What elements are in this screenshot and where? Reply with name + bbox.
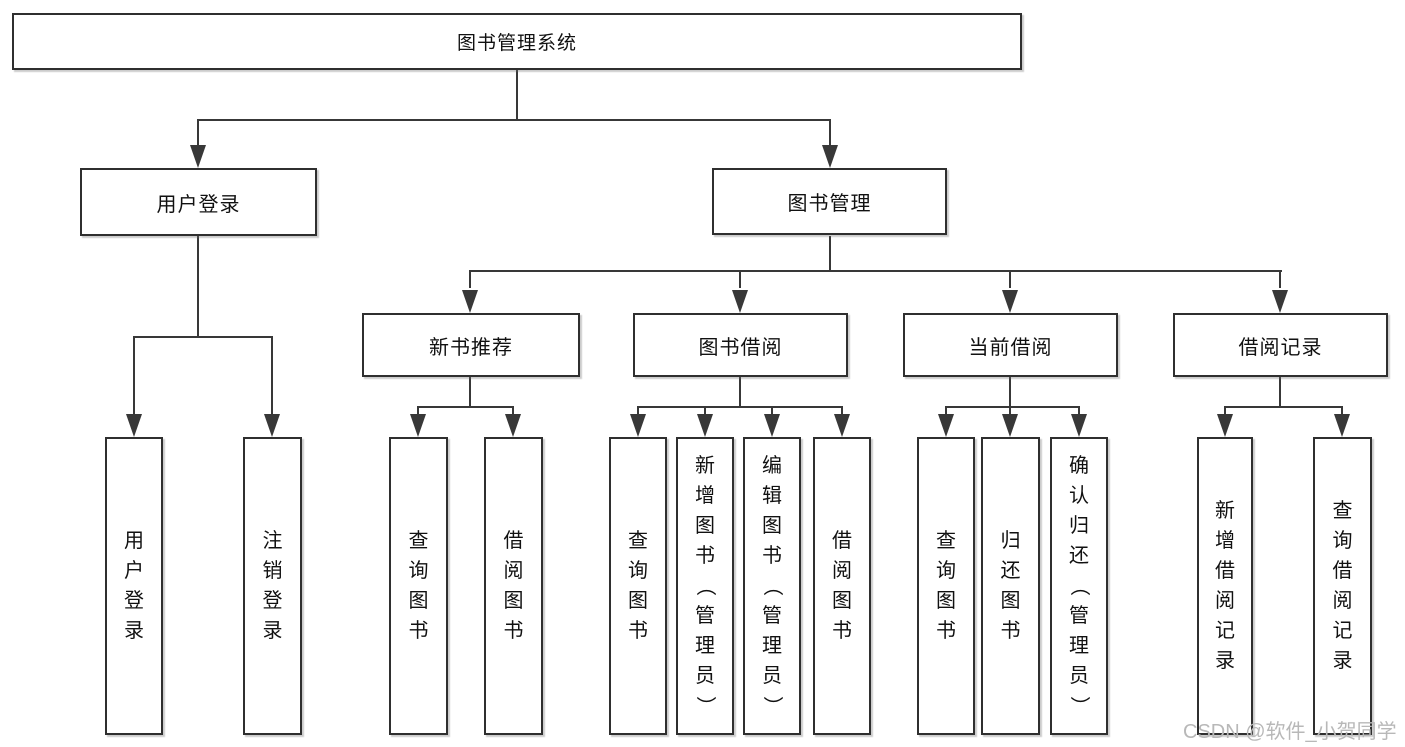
arrow-down-icon <box>732 290 748 313</box>
connector-line <box>829 236 831 271</box>
connector-line <box>739 272 741 288</box>
connector-line <box>637 406 843 408</box>
connector-line <box>197 121 199 147</box>
node-current-borrow: 当前借阅 <box>903 313 1118 377</box>
connector-line <box>1078 408 1080 414</box>
leaf-query-borrow-record: 查询借阅记录 <box>1313 437 1372 735</box>
arrow-down-icon <box>764 414 780 437</box>
arrow-down-icon <box>190 145 206 168</box>
leaf-logout: 注销登录 <box>243 437 302 735</box>
arrow-down-icon <box>938 414 954 437</box>
node-user-login: 用户登录 <box>80 168 317 236</box>
arrow-down-icon <box>1002 290 1018 313</box>
connector-line <box>704 408 706 414</box>
connector-line <box>271 338 273 414</box>
arrow-down-icon <box>462 290 478 313</box>
arrow-down-icon <box>834 414 850 437</box>
connector-line <box>1224 408 1226 414</box>
leaf-query-books-2: 查询图书 <box>609 437 667 735</box>
connector-line <box>945 406 1080 408</box>
leaf-add-books-admin: 新增图书（管理员） <box>676 437 734 735</box>
connector-line <box>1009 272 1011 288</box>
connector-line <box>841 408 843 414</box>
arrow-down-icon <box>630 414 646 437</box>
arrow-down-icon <box>505 414 521 437</box>
connector-line <box>637 408 639 414</box>
connector-line <box>417 408 419 414</box>
node-borrow-records: 借阅记录 <box>1173 313 1388 377</box>
node-root: 图书管理系统 <box>12 13 1022 70</box>
leaf-borrow-books-2: 借阅图书 <box>813 437 871 735</box>
leaf-borrow-books-1: 借阅图书 <box>484 437 543 735</box>
connector-line <box>739 377 741 407</box>
connector-line <box>469 270 1282 272</box>
connector-line <box>1009 408 1011 414</box>
connector-line <box>1279 272 1281 288</box>
connector-line <box>197 119 831 121</box>
connector-line <box>417 406 514 408</box>
arrow-down-icon <box>697 414 713 437</box>
connector-line <box>1224 406 1343 408</box>
connector-line <box>512 408 514 414</box>
connector-line <box>133 338 135 414</box>
node-book-management: 图书管理 <box>712 168 947 235</box>
leaf-query-books-1: 查询图书 <box>389 437 448 735</box>
connector-line <box>1341 408 1343 414</box>
arrow-down-icon <box>1002 414 1018 437</box>
connector-line <box>1279 377 1281 407</box>
leaf-add-borrow-record: 新增借阅记录 <box>1197 437 1253 735</box>
node-new-book-recommend: 新书推荐 <box>362 313 580 377</box>
leaf-user-login: 用户登录 <box>105 437 163 735</box>
connector-line <box>771 408 773 414</box>
connector-line <box>469 272 471 288</box>
arrow-down-icon <box>1071 414 1087 437</box>
connector-line <box>516 70 518 120</box>
connector-line <box>829 121 831 147</box>
arrow-down-icon <box>410 414 426 437</box>
arrow-down-icon <box>1334 414 1350 437</box>
arrow-down-icon <box>126 414 142 437</box>
connector-line <box>197 236 199 336</box>
leaf-return-books: 归还图书 <box>981 437 1040 735</box>
arrow-down-icon <box>1217 414 1233 437</box>
arrow-down-icon <box>1272 290 1288 313</box>
arrow-down-icon <box>264 414 280 437</box>
connector-line <box>133 336 273 338</box>
leaf-confirm-return-admin: 确认归还（管理员） <box>1050 437 1108 735</box>
arrow-down-icon <box>822 145 838 168</box>
connector-line <box>1009 377 1011 407</box>
watermark-text: CSDN @软件_小贺同学 <box>1183 721 1397 743</box>
connector-line <box>469 377 471 407</box>
connector-line <box>945 408 947 414</box>
leaf-query-books-3: 查询图书 <box>917 437 975 735</box>
node-book-borrow: 图书借阅 <box>633 313 848 377</box>
leaf-edit-books-admin: 编辑图书（管理员） <box>743 437 801 735</box>
